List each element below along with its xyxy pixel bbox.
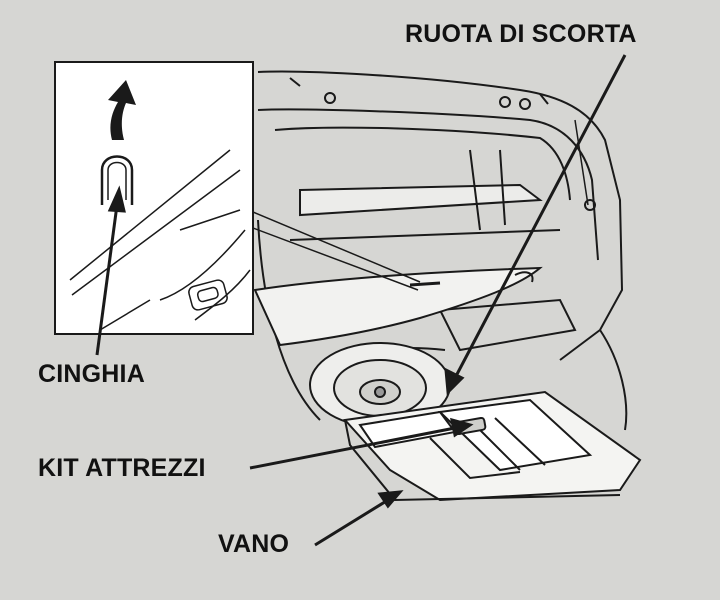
strap-label: CINGHIA [38, 360, 145, 388]
callout-arrows [95, 54, 627, 547]
strap-loop-icon [100, 155, 134, 205]
inset-leaders [252, 211, 421, 291]
arrow-up-curved-icon [108, 80, 136, 140]
spare-wheel-label: RUOTA DI SCORTA [405, 20, 637, 48]
cargo-board [253, 266, 543, 347]
tool-kit-label: KIT ATTREZZI [38, 454, 206, 482]
compartment-label: VANO [218, 530, 290, 558]
inset-panel [54, 61, 254, 335]
